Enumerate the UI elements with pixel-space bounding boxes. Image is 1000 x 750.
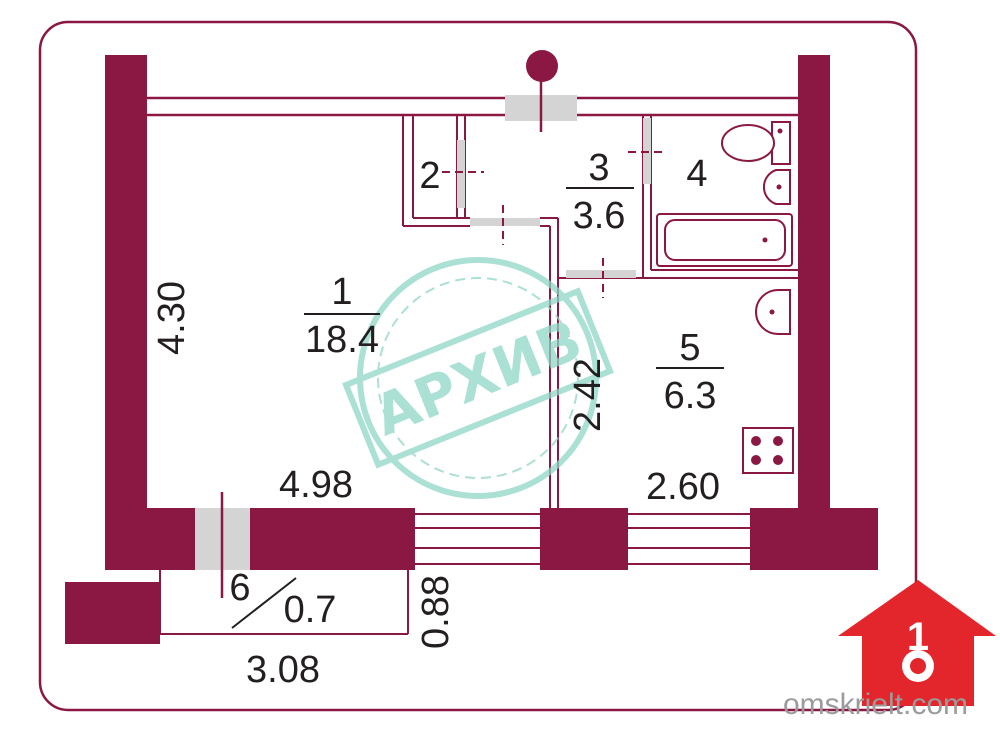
exterior-walls xyxy=(65,55,878,644)
room-1-number: 1 xyxy=(331,271,352,313)
dim-room1-width: 4.98 xyxy=(279,464,353,506)
toilet-icon xyxy=(721,121,791,165)
top-wall xyxy=(147,96,798,117)
dim-kitchen-width: 2.60 xyxy=(646,466,720,508)
sink-icon xyxy=(762,169,791,205)
entry-marker-icon xyxy=(526,50,558,82)
kitchen-sink-icon xyxy=(755,289,791,335)
bathtub-icon xyxy=(656,213,793,267)
fixtures xyxy=(656,121,794,474)
dim-left-height: 4.30 xyxy=(151,281,193,355)
plan-frame xyxy=(38,20,918,712)
room-labels: 1 18.4 2 3 3.6 4 5 6.3 6 0.7 xyxy=(229,147,724,631)
dim-corridor-length: 2.42 xyxy=(567,358,609,432)
room-1-area: 18.4 xyxy=(305,319,379,361)
room-5-area: 6.3 xyxy=(664,375,717,417)
room-3-number: 3 xyxy=(588,147,609,189)
room-6-number: 6 xyxy=(229,567,250,609)
balcony xyxy=(159,570,409,635)
watermark-text: omskrielt.com xyxy=(783,688,968,721)
room-4-number: 4 xyxy=(686,153,707,195)
dimension-labels: 4.30 4.98 2.42 2.60 3.08 0.88 xyxy=(151,281,720,691)
stove-icon xyxy=(742,427,794,474)
room-5-number: 5 xyxy=(679,327,700,369)
doors xyxy=(195,50,666,598)
windows xyxy=(415,513,750,565)
house-key-icon xyxy=(838,580,996,706)
room-2-number: 2 xyxy=(419,155,440,197)
room-3-area: 3.6 xyxy=(573,195,626,237)
logo: 1 xyxy=(838,580,996,706)
dim-balcony-width: 3.08 xyxy=(246,649,320,691)
dim-balcony-depth: 0.88 xyxy=(415,575,457,649)
logo-number: 1 xyxy=(907,615,929,659)
room-6-area: 0.7 xyxy=(284,589,337,631)
